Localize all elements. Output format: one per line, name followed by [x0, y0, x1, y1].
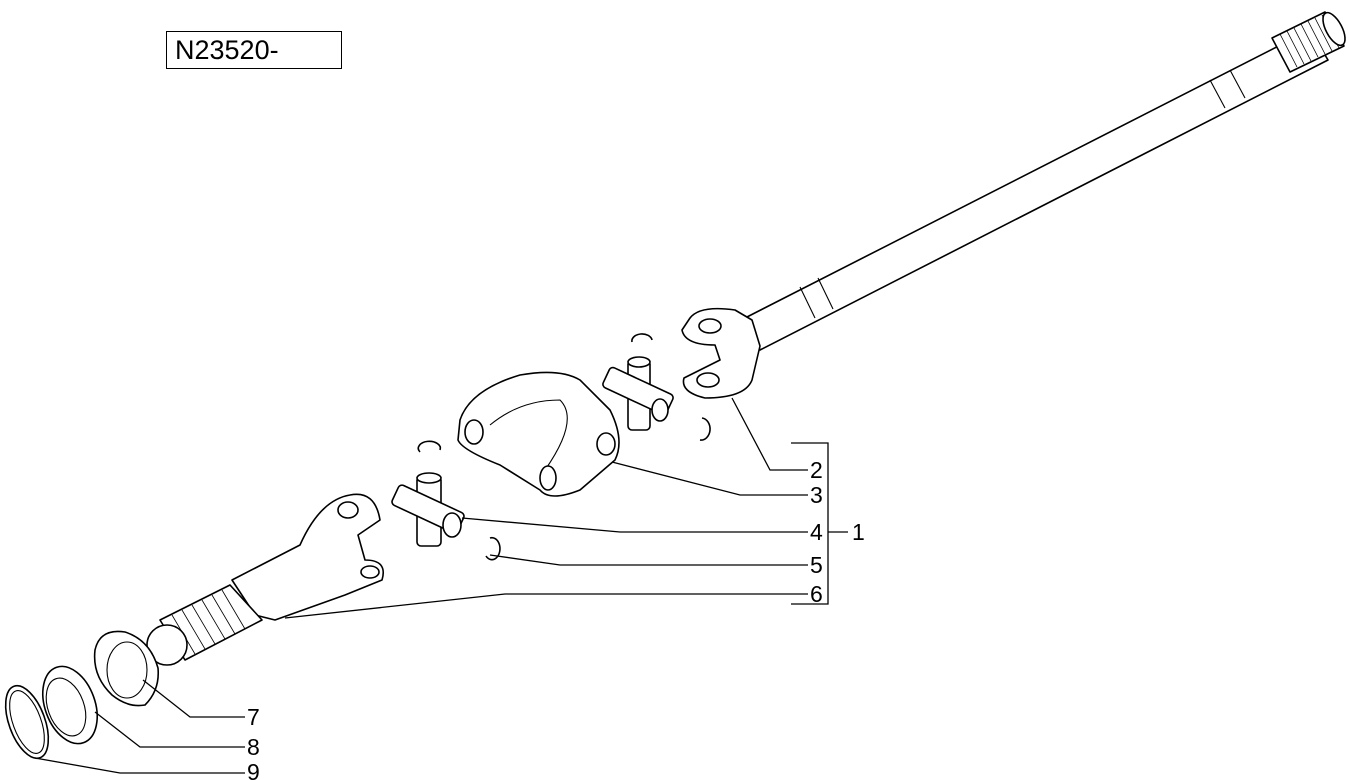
callout-3: 3 — [810, 482, 823, 508]
snap-ring-icon — [417, 333, 711, 561]
callout-5: 5 — [810, 552, 823, 578]
lock-washer-icon — [93, 630, 160, 707]
universal-joint-cross-icon — [602, 356, 674, 431]
axle-shaft-icon — [744, 11, 1346, 351]
callout-6: 6 — [810, 581, 823, 607]
callout-2: 2 — [810, 457, 823, 483]
yoke-icon — [681, 307, 761, 399]
splined-shaft-icon — [146, 493, 384, 666]
o-ring-icon — [4, 684, 50, 760]
ring-nut-icon — [42, 665, 98, 745]
diagram-reference-code: N23520- — [166, 31, 342, 69]
center-coupling-icon — [457, 371, 620, 497]
universal-joint-cross-icon — [391, 472, 465, 547]
callout-9: 9 — [247, 759, 260, 780]
callout-1: 1 — [852, 519, 865, 545]
leader-lines — [34, 397, 848, 774]
callout-4: 4 — [810, 519, 823, 545]
callout-7: 7 — [247, 704, 260, 730]
callout-8: 8 — [247, 734, 260, 760]
